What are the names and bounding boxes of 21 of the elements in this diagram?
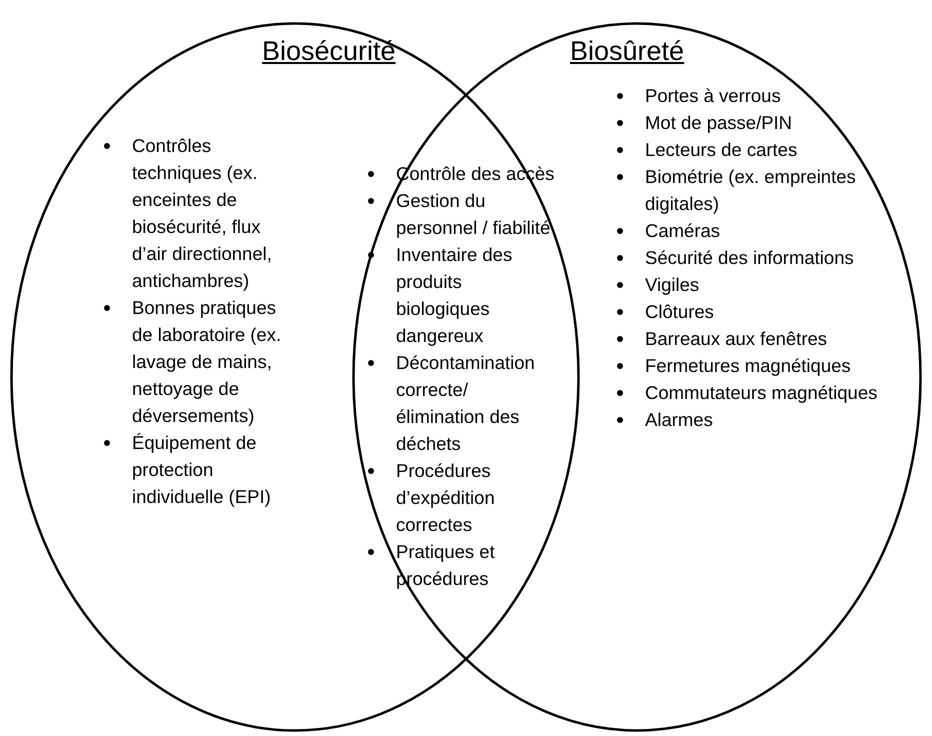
bullet-item: Décontamination correcte/ élimination des déchets bbox=[364, 349, 559, 457]
bullet-item: Caméras bbox=[613, 217, 883, 244]
circle-heading: Biosûreté bbox=[570, 36, 684, 67]
bullet-item: Lecteurs de cartes bbox=[613, 136, 883, 163]
circle-heading: Biosécurité bbox=[262, 36, 396, 67]
bullet-item: Mot de passe/PIN bbox=[613, 109, 883, 136]
bullet-item: Vigiles bbox=[613, 271, 883, 298]
bullet-item: Équipement de protection individuelle (EPI) bbox=[100, 429, 300, 510]
bullet-item: Portes à verrous bbox=[613, 82, 883, 109]
bullet-item: Alarmes bbox=[613, 406, 883, 433]
bullet-item: Inventaire des produits biologiques dangereux bbox=[364, 241, 559, 349]
bullet-item: Commutateurs magnétiques bbox=[613, 379, 883, 406]
bullet-item: Gestion du personnel / fiabilité bbox=[364, 187, 559, 241]
bullet-item: Bonnes pratiques de laboratoire (ex. lavage de mains, nettoyage de déversements) bbox=[100, 294, 300, 429]
bullet-item: Fermetures magnétiques bbox=[613, 352, 883, 379]
bullet-item: Clôtures bbox=[613, 298, 883, 325]
bullet-item: Biométrie (ex. empreintes digitales) bbox=[613, 163, 883, 217]
bullet-item: Procédures d’expédition correctes bbox=[364, 457, 559, 538]
bullet-item: Contrôles techniques (ex. enceintes de biosécurité, flux d’air directionnel, antichambres) bbox=[100, 132, 300, 294]
bullet-item: Barreaux aux fenêtres bbox=[613, 325, 883, 352]
bullet-item: Sécurité des informations bbox=[613, 244, 883, 271]
